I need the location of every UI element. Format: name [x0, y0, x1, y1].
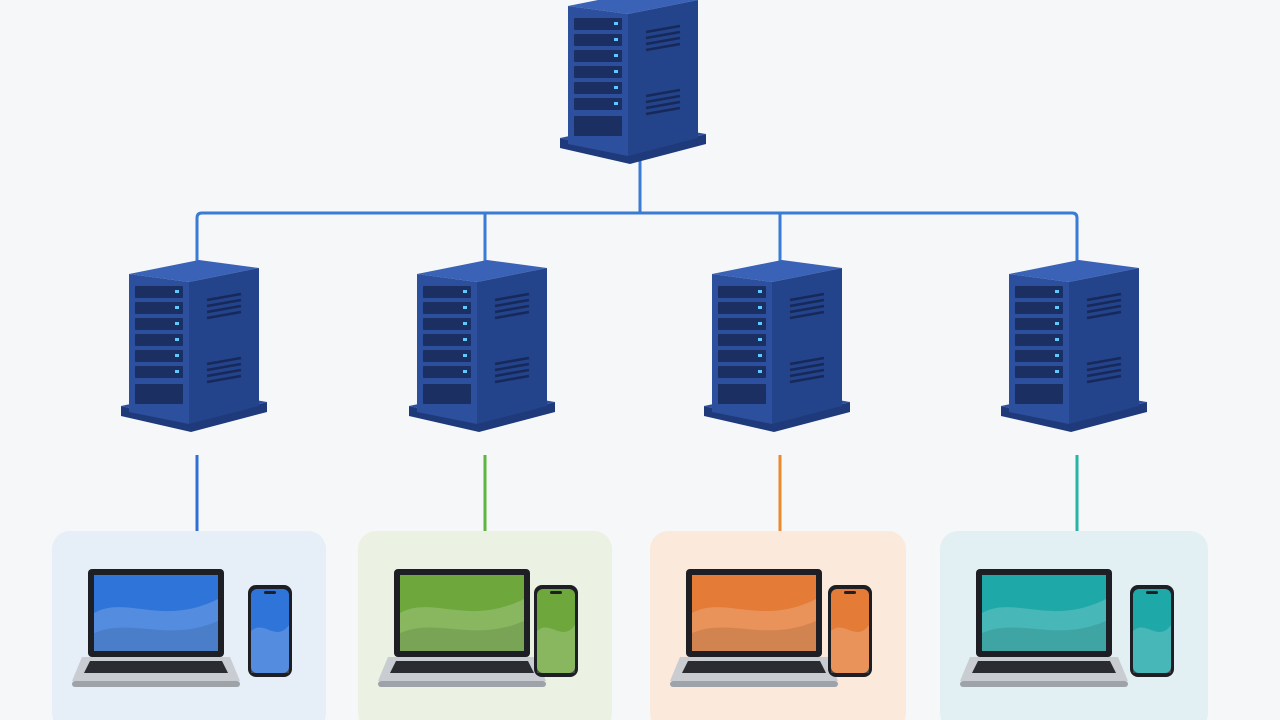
smartphone-icon — [534, 585, 578, 677]
branch-teal — [940, 258, 1208, 720]
branch-server-green — [407, 258, 557, 434]
branch-green — [358, 258, 612, 720]
laptop-icon — [378, 569, 546, 687]
connection-lines — [195, 160, 1079, 262]
bus-line — [195, 211, 1079, 262]
branch-server-orange — [702, 258, 852, 434]
laptop-icon — [670, 569, 838, 687]
smartphone-icon — [828, 585, 872, 677]
branch-server-blue — [119, 258, 269, 434]
root-server — [558, 0, 708, 166]
branch-orange — [650, 258, 906, 720]
laptop-icon — [72, 569, 240, 687]
smartphone-icon — [248, 585, 292, 677]
branch-server-teal — [999, 258, 1149, 434]
smartphone-icon — [1130, 585, 1174, 677]
laptop-icon — [960, 569, 1128, 687]
branch-blue — [52, 258, 326, 720]
